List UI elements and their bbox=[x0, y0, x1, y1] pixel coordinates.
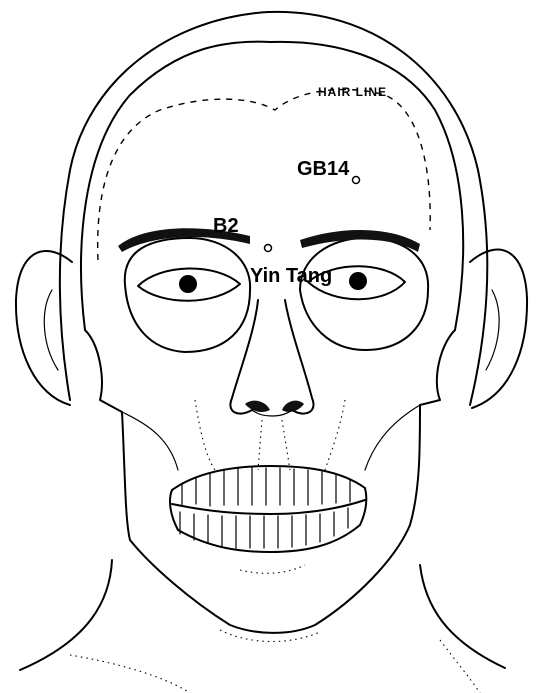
jaw-angle-right bbox=[365, 405, 420, 470]
hairline-label: HAIR LINE bbox=[318, 85, 387, 99]
nose-left bbox=[230, 300, 258, 414]
cheek-stipple-left bbox=[195, 400, 215, 470]
lower-teeth bbox=[170, 488, 366, 552]
gb14-point-marker bbox=[353, 177, 360, 184]
nostril-right bbox=[282, 401, 304, 412]
head-outline bbox=[60, 12, 487, 405]
right-pupil bbox=[349, 272, 367, 290]
neck-right bbox=[420, 565, 505, 668]
yin-tang-point-marker bbox=[265, 245, 272, 252]
neck-left bbox=[20, 560, 112, 670]
upper-teeth bbox=[172, 466, 365, 514]
yin-tang-label: Yin Tang bbox=[250, 265, 332, 287]
zygomatic-arch-right bbox=[420, 330, 455, 405]
zygomatic-arch-left bbox=[85, 330, 122, 412]
gb14-label: GB14 bbox=[297, 158, 350, 180]
cheek-stipple-right bbox=[325, 400, 345, 470]
b2-label: B2 bbox=[213, 215, 239, 237]
jaw-angle-left bbox=[122, 412, 178, 470]
jaw-stipple bbox=[220, 630, 320, 642]
left-ear-inner bbox=[44, 290, 58, 370]
clavicle-shadow-right bbox=[440, 640, 480, 693]
right-eyebrow bbox=[300, 230, 420, 252]
philtrum-left bbox=[258, 420, 262, 470]
right-ear-inner bbox=[486, 290, 499, 370]
philtrum-right bbox=[282, 420, 290, 470]
right-orbit bbox=[300, 238, 428, 350]
left-pupil bbox=[179, 275, 197, 293]
nostril-left bbox=[245, 401, 270, 412]
chin-stipple bbox=[240, 565, 305, 573]
left-orbit bbox=[125, 238, 250, 352]
clavicle-shadow bbox=[70, 655, 190, 693]
mandible bbox=[122, 405, 420, 633]
